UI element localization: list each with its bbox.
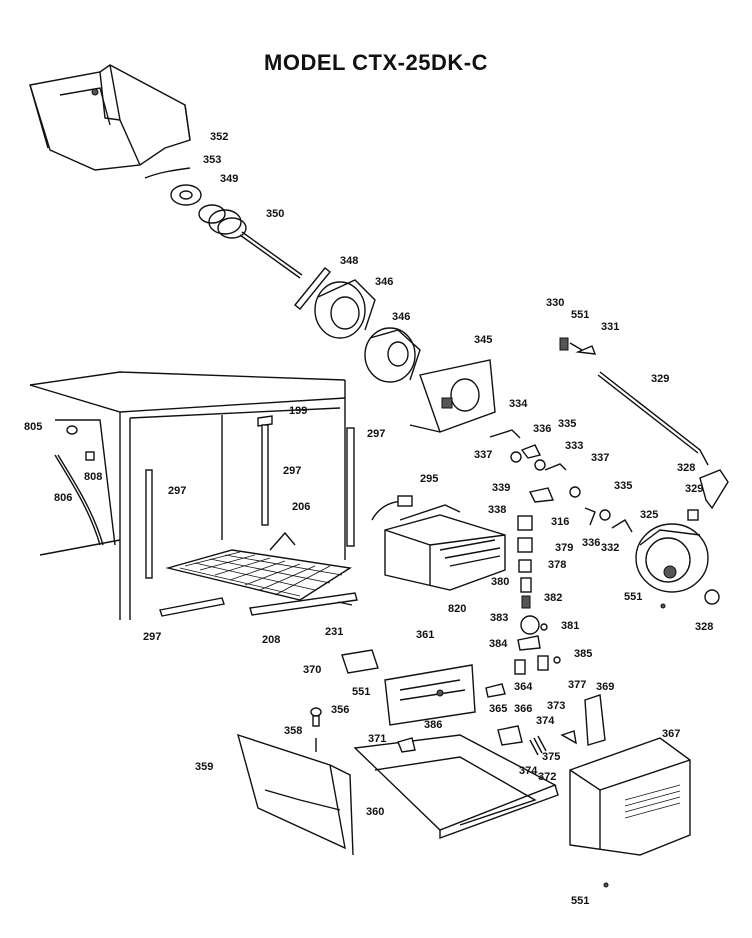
part-number-label: 385 <box>574 648 592 660</box>
part-number-label: 373 <box>547 700 565 712</box>
part-number-label: 350 <box>266 208 284 220</box>
part-number-label: 365 <box>489 703 507 715</box>
icemaker-drawing <box>384 504 506 591</box>
part-number-label: 381 <box>561 620 579 632</box>
part-number-label: 334 <box>509 398 528 410</box>
part-number-label: 383 <box>490 612 508 624</box>
part-number-label: 328 <box>677 462 695 474</box>
part-number-label: 374 <box>519 765 538 777</box>
part-number-label: 208 <box>262 634 280 646</box>
part-number-label: 820 <box>448 603 466 615</box>
part-number-label: 325 <box>640 509 658 521</box>
part-number-label: 331 <box>601 321 619 333</box>
part-number-label: 353 <box>203 154 221 166</box>
part-number-label: 199 <box>289 405 307 417</box>
part-number-label: 806 <box>54 492 72 504</box>
part-number-label: 337 <box>591 452 609 464</box>
part-number-label: 330 <box>546 297 564 309</box>
ice-bucket-drawing <box>29 64 191 179</box>
part-number-label: 349 <box>220 173 238 185</box>
part-number-label: 346 <box>375 276 393 288</box>
part-number-label: 316 <box>551 516 569 528</box>
part-number-label: 805 <box>24 421 42 433</box>
part-number-label: 370 <box>303 664 321 676</box>
part-number-label: 295 <box>420 473 438 485</box>
part-number-label: 297 <box>168 485 186 497</box>
part-number-label: 297 <box>283 465 301 477</box>
part-number-label: 345 <box>474 334 492 346</box>
part-number-label: 551 <box>352 686 370 698</box>
diagram-title: MODEL CTX-25DK-C <box>264 50 488 75</box>
part-number-label: 329 <box>651 373 669 385</box>
part-number-label: 366 <box>514 703 532 715</box>
part-number-label: 360 <box>366 806 384 818</box>
part-number-label: 336 <box>533 423 551 435</box>
part-number-label: 337 <box>474 449 492 461</box>
part-number-label: 333 <box>565 440 583 452</box>
part-number-label: 297 <box>367 428 385 440</box>
part-number-label: 551 <box>571 895 589 907</box>
part-number-label: 364 <box>514 681 533 693</box>
part-number-label: 231 <box>325 626 343 638</box>
part-number-label: 346 <box>392 311 410 323</box>
part-number-label: 338 <box>488 504 506 516</box>
part-number-label: 372 <box>538 771 556 783</box>
part-labels: 352 353 349 350 348 346 346 345 330 551 331 329 334 3… <box>24 131 713 907</box>
part-number-label: 339 <box>492 482 510 494</box>
part-number-label: 358 <box>284 725 302 737</box>
part-number-label: 380 <box>491 576 509 588</box>
part-number-label: 359 <box>195 761 213 773</box>
part-number-label: 551 <box>571 309 589 321</box>
part-number-label: 336 <box>582 537 600 549</box>
auger-assembly-drawing <box>170 184 421 383</box>
part-number-label: 384 <box>489 638 508 650</box>
part-number-label: 374 <box>536 715 555 727</box>
part-number-label: 386 <box>424 719 442 731</box>
part-number-label: 551 <box>624 591 642 603</box>
part-number-label: 348 <box>340 255 358 267</box>
part-number-label: 206 <box>292 501 310 513</box>
part-number-label: 377 <box>568 679 586 691</box>
part-number-label: 379 <box>555 542 573 554</box>
part-number-label: 369 <box>596 681 614 693</box>
part-number-label: 335 <box>558 418 576 430</box>
part-number-label: 378 <box>548 559 566 571</box>
part-number-label: 808 <box>84 471 102 483</box>
cabinet-drawing <box>29 371 413 620</box>
part-number-label: 328 <box>695 621 713 633</box>
lower-assembly-drawing <box>236 649 691 888</box>
part-number-label: 356 <box>331 704 349 716</box>
part-number-label: 297 <box>143 631 161 643</box>
part-number-label: 382 <box>544 592 562 604</box>
part-number-label: 335 <box>614 480 632 492</box>
part-number-label: 375 <box>542 751 560 763</box>
mold-bracket-drawing <box>409 359 496 433</box>
part-number-label: 361 <box>416 629 434 641</box>
small-parts-drawing <box>489 337 729 675</box>
part-number-label: 371 <box>368 733 386 745</box>
part-number-label: 332 <box>601 542 619 554</box>
part-number-label: 329 <box>685 483 703 495</box>
part-number-label: 352 <box>210 131 228 143</box>
part-number-label: 367 <box>662 728 680 740</box>
